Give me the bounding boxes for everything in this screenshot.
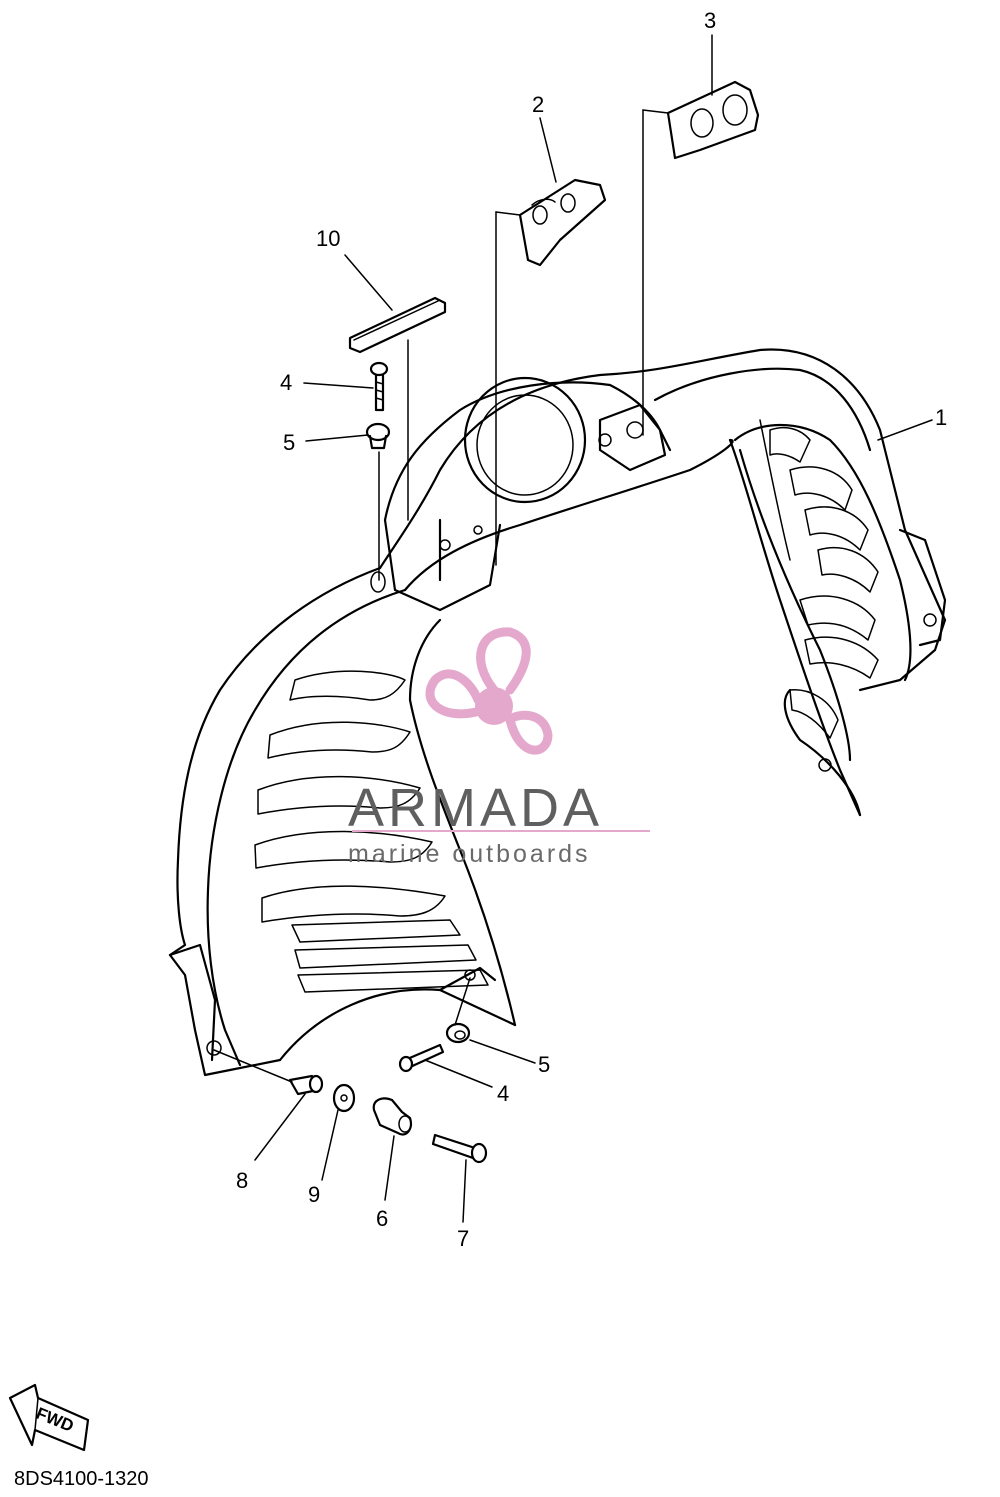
callout-label: 8 xyxy=(236,1168,248,1193)
callout-label: 10 xyxy=(316,226,340,251)
grommet-part-6 xyxy=(372,1097,413,1136)
callout-label: 4 xyxy=(497,1081,509,1106)
plate-part-3 xyxy=(666,80,760,160)
callout-label: 3 xyxy=(704,8,716,33)
watermark-brand: ARMADA xyxy=(348,778,603,838)
bolt-part-4-lower xyxy=(398,1043,445,1073)
callout-label: 5 xyxy=(538,1052,550,1077)
drawing-code: 8DS4100-1320 xyxy=(14,1468,149,1490)
callout-label: 1 xyxy=(935,405,947,430)
callout-label: 6 xyxy=(376,1206,388,1231)
grommet-part-5-lower xyxy=(445,1022,471,1044)
callout-leaders xyxy=(254,34,933,1223)
callout-label: 9 xyxy=(308,1182,320,1207)
bolt-part-7 xyxy=(431,1133,488,1164)
assembly-lines xyxy=(213,109,669,1083)
callout-label: 5 xyxy=(283,430,295,455)
callout-label: 4 xyxy=(280,370,292,395)
collar-part-8 xyxy=(288,1074,324,1096)
callout-label: 7 xyxy=(457,1226,469,1251)
watermark-tagline: marine outboards xyxy=(348,840,591,868)
bottom-cowling-part-1 xyxy=(168,348,947,1077)
propeller-icon xyxy=(475,687,513,725)
watermark-logo xyxy=(425,627,553,755)
fwd-arrow-icon: FWD xyxy=(8,1383,90,1452)
bolt-part-4-upper xyxy=(369,361,389,412)
washer-part-9 xyxy=(332,1083,356,1113)
callout-label: 2 xyxy=(532,92,544,117)
grommet-part-5-upper xyxy=(365,422,391,450)
bracket-part-2 xyxy=(518,178,607,267)
strip-part-10 xyxy=(348,296,447,354)
